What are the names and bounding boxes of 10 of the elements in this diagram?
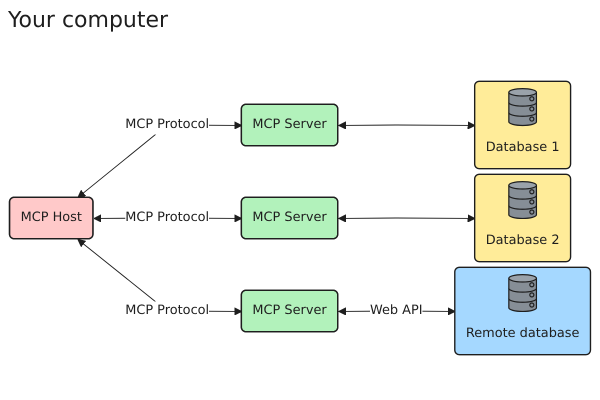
title: Your computer — [8, 8, 168, 33]
node-box: Remote database — [454, 266, 592, 356]
node-box: Database 1 — [474, 80, 572, 170]
edge-label: Web API — [370, 303, 423, 318]
edge-label: MCP Protocol — [125, 303, 210, 318]
edge-label: MCP Protocol — [125, 210, 210, 225]
edge-label: MCP Protocol — [125, 117, 210, 132]
arrow — [338, 121, 476, 130]
arrow — [338, 214, 476, 222]
node-box: Database 2 — [474, 174, 572, 262]
